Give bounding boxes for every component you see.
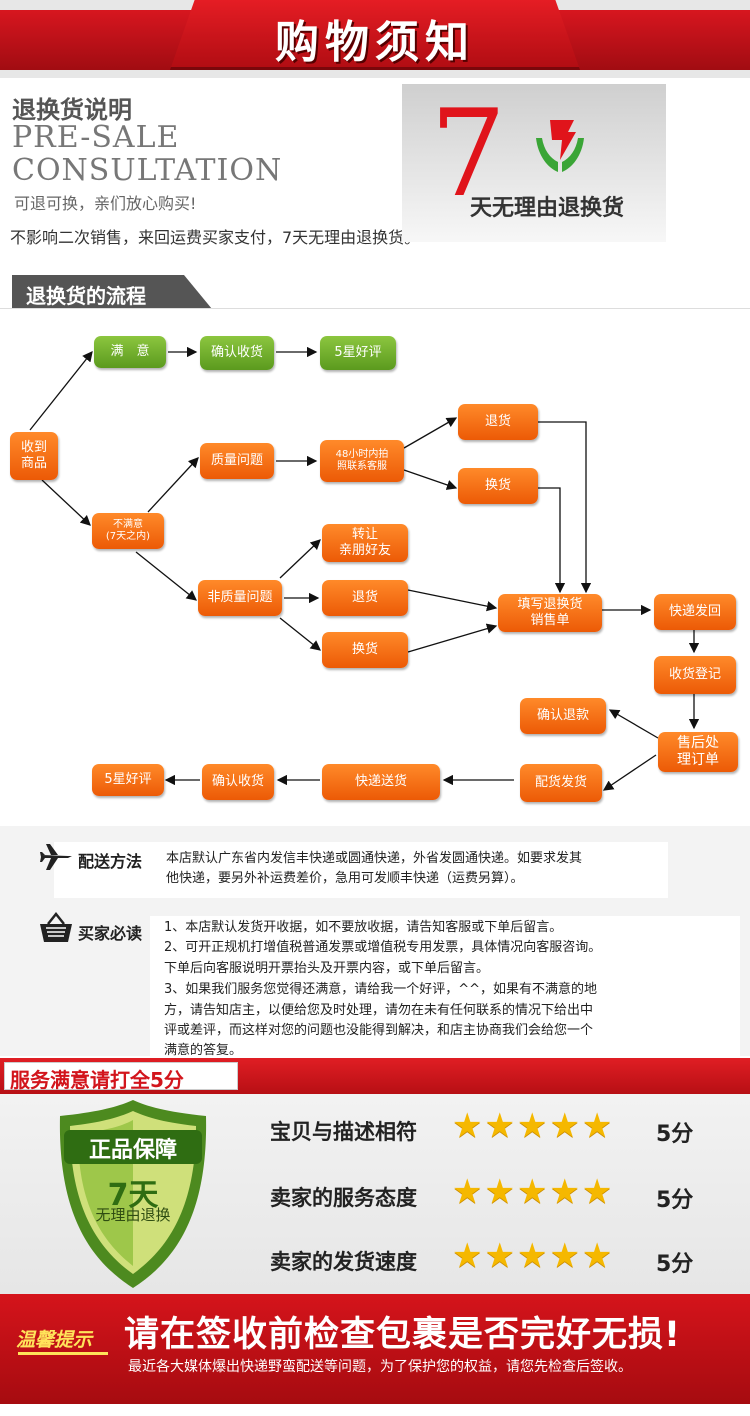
node-return-2: 退货 bbox=[322, 580, 408, 616]
rating-label-3: 卖家的发货速度 bbox=[270, 1250, 417, 1274]
rating-tag bbox=[4, 1062, 238, 1090]
rating-label-1: 宝贝与描述相符 bbox=[270, 1120, 417, 1144]
node-transfer-friends: 转让 亲朋好友 bbox=[322, 524, 408, 562]
consultation-label: CONSULTATION bbox=[12, 153, 283, 188]
node-confirm-receipt-2: 确认收货 bbox=[202, 764, 274, 800]
promo-number: 7 bbox=[430, 85, 507, 224]
hands-icon bbox=[536, 120, 584, 172]
warm-tip-subtext: 最近各大媒体爆出快递野蛮配送等问题，为了保护您的权益，请您先检查后签收。 bbox=[128, 1359, 632, 1375]
buyer-label: 买家必读 bbox=[78, 924, 143, 943]
delivery-line-2: 他快递，要另外补运费差价，急用可发顺丰快递（运费另算）。 bbox=[166, 871, 524, 886]
rating-title: 服务满意请打全5分 bbox=[10, 1068, 184, 1092]
node-express-delivery: 快递送货 bbox=[322, 764, 440, 800]
node-unsatisfied: 不满意 (7天之内) bbox=[92, 513, 164, 549]
warm-tip-label: 温馨提示 bbox=[16, 1329, 93, 1351]
rating-label-2: 卖家的服务态度 bbox=[270, 1186, 417, 1210]
node-five-star-review-2: 5星好评 bbox=[92, 764, 164, 796]
rating-score-2: 5分 bbox=[656, 1188, 694, 1213]
node-confirm-receipt: 确认收货 bbox=[200, 336, 274, 370]
return-note: 不影响二次销售，来回运费买家支付，7天无理由退换货。 bbox=[10, 228, 421, 247]
node-receipt-register: 收货登记 bbox=[654, 656, 736, 694]
node-reship: 配货发货 bbox=[520, 764, 602, 802]
process-title: 退换货的流程 bbox=[26, 284, 146, 308]
buyer-line-5: 方，请告知店主，以便给您及时处理，请勿在未有任何联系的情况下给出中 bbox=[164, 1003, 594, 1018]
buyer-line-7: 满意的答复。 bbox=[164, 1043, 243, 1058]
node-photo-contact: 48小时内拍 照联系客服 bbox=[320, 440, 404, 482]
presale-label: PRE-SALE bbox=[12, 120, 180, 155]
node-receive-goods: 收到 商品 bbox=[10, 432, 58, 480]
airplane-icon bbox=[40, 844, 72, 870]
shield-top-text: 正品保障 bbox=[88, 1138, 177, 1163]
shield-text: 无理由退换 bbox=[95, 1206, 171, 1224]
rating-score-1: 5分 bbox=[656, 1122, 694, 1147]
node-non-quality-issue: 非质量问题 bbox=[198, 580, 282, 616]
buyer-line-1: 1、本店默认发货开收据，如不要放收据，请告知客服或下单后留言。 bbox=[164, 920, 563, 935]
node-aftersale-order: 售后处 理订单 bbox=[658, 732, 738, 772]
page-title: 购物须知 bbox=[275, 17, 475, 68]
header-plate bbox=[170, 0, 580, 70]
rating-stars-3: ★★★★★ bbox=[452, 1236, 615, 1276]
node-exchange-2: 换货 bbox=[322, 632, 408, 668]
delivery-box bbox=[54, 842, 668, 898]
node-confirm-refund: 确认退款 bbox=[520, 698, 606, 734]
buyer-line-3: 下单后向客服说明开票抬头及开票内容，或下单后留言。 bbox=[164, 961, 490, 976]
warm-tip-headline: 请在签收前检查包裹是否完好无损! bbox=[124, 1315, 681, 1355]
return-subtitle: 可退可换，亲们放心购买! bbox=[14, 194, 197, 213]
rating-score-3: 5分 bbox=[656, 1252, 694, 1277]
buyer-line-6: 评或差评，而这样对您的问题也没能得到解决，和店主协商我们会给您一个 bbox=[164, 1023, 594, 1038]
warm-tip-footer bbox=[0, 1294, 750, 1404]
delivery-line-1: 本店默认广东省内发信丰快递或圆通快递，外省发圆通快递。如要求发其 bbox=[166, 851, 583, 866]
node-quality-issue: 质量问题 bbox=[200, 443, 274, 479]
process-divider bbox=[0, 308, 750, 309]
rating-stars-1: ★★★★★ bbox=[452, 1106, 615, 1146]
node-fill-return-form: 填写退换货 销售单 bbox=[498, 594, 602, 632]
buyer-line-4: 3、如果我们服务您觉得还满意，请给我一个好评，^^，如果有不满意的地 bbox=[164, 982, 598, 997]
node-exchange: 换货 bbox=[458, 468, 538, 504]
basket-icon bbox=[40, 911, 72, 942]
process-header bbox=[12, 275, 212, 309]
promo-text: 天无理由退换货 bbox=[470, 196, 625, 221]
buyer-box bbox=[150, 916, 740, 1058]
shield-number: 7天 bbox=[107, 1178, 159, 1213]
flow-arrows bbox=[29, 346, 700, 791]
delivery-label: 配送方法 bbox=[78, 852, 143, 871]
arrow-icon bbox=[18, 1352, 108, 1355]
node-return: 退货 bbox=[458, 404, 538, 440]
return-policy-title: 退换货说明 bbox=[12, 96, 132, 124]
node-satisfied: 满 意 bbox=[94, 336, 166, 368]
buyer-line-2: 2、可开正规机打增值税普通发票或增值税专用发票，具体情况向客服咨询。 bbox=[164, 940, 602, 955]
node-express-return: 快递发回 bbox=[654, 594, 736, 630]
shield-icon bbox=[59, 1100, 207, 1288]
bottom-strip bbox=[0, 1404, 750, 1416]
rating-stars-2: ★★★★★ bbox=[452, 1172, 615, 1212]
seven-day-promo bbox=[402, 84, 666, 242]
node-five-star-review: 5星好评 bbox=[320, 336, 396, 370]
